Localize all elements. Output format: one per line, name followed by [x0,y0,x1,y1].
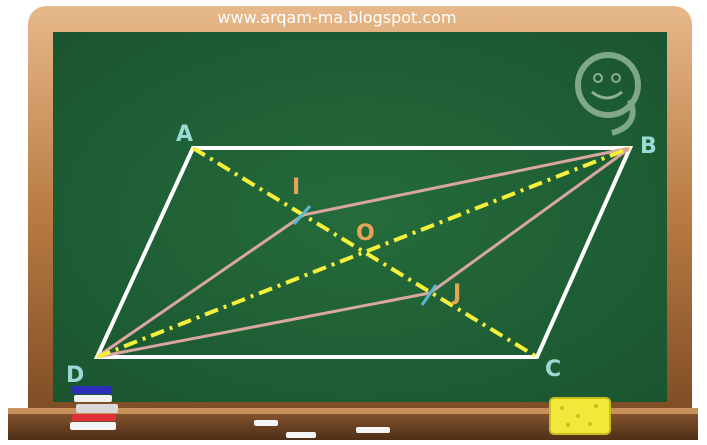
label-b: B [640,134,657,159]
chalk-icon [254,420,278,426]
label-o: O [356,221,375,246]
smiley-nine-logo-icon [575,52,641,136]
label-a: A [176,122,193,147]
tick-mark-j [420,284,438,306]
label-i: I [292,175,300,200]
books-icon [70,386,118,430]
diagonal-bd [96,146,631,359]
board-surface [53,32,667,402]
label-c: C [545,357,561,382]
site-url: www.arqam-ma.blogspot.com [217,8,456,27]
diagonal-ac [191,146,539,359]
parallelogram-abcd [93,146,634,359]
sponge-icon [549,397,611,435]
label-j: J [451,281,461,306]
ledge-highlight [8,408,698,414]
tick-mark-i [292,205,312,225]
chalk-icon [286,432,316,438]
chalk-icon [356,427,390,433]
label-d: D [66,363,84,388]
